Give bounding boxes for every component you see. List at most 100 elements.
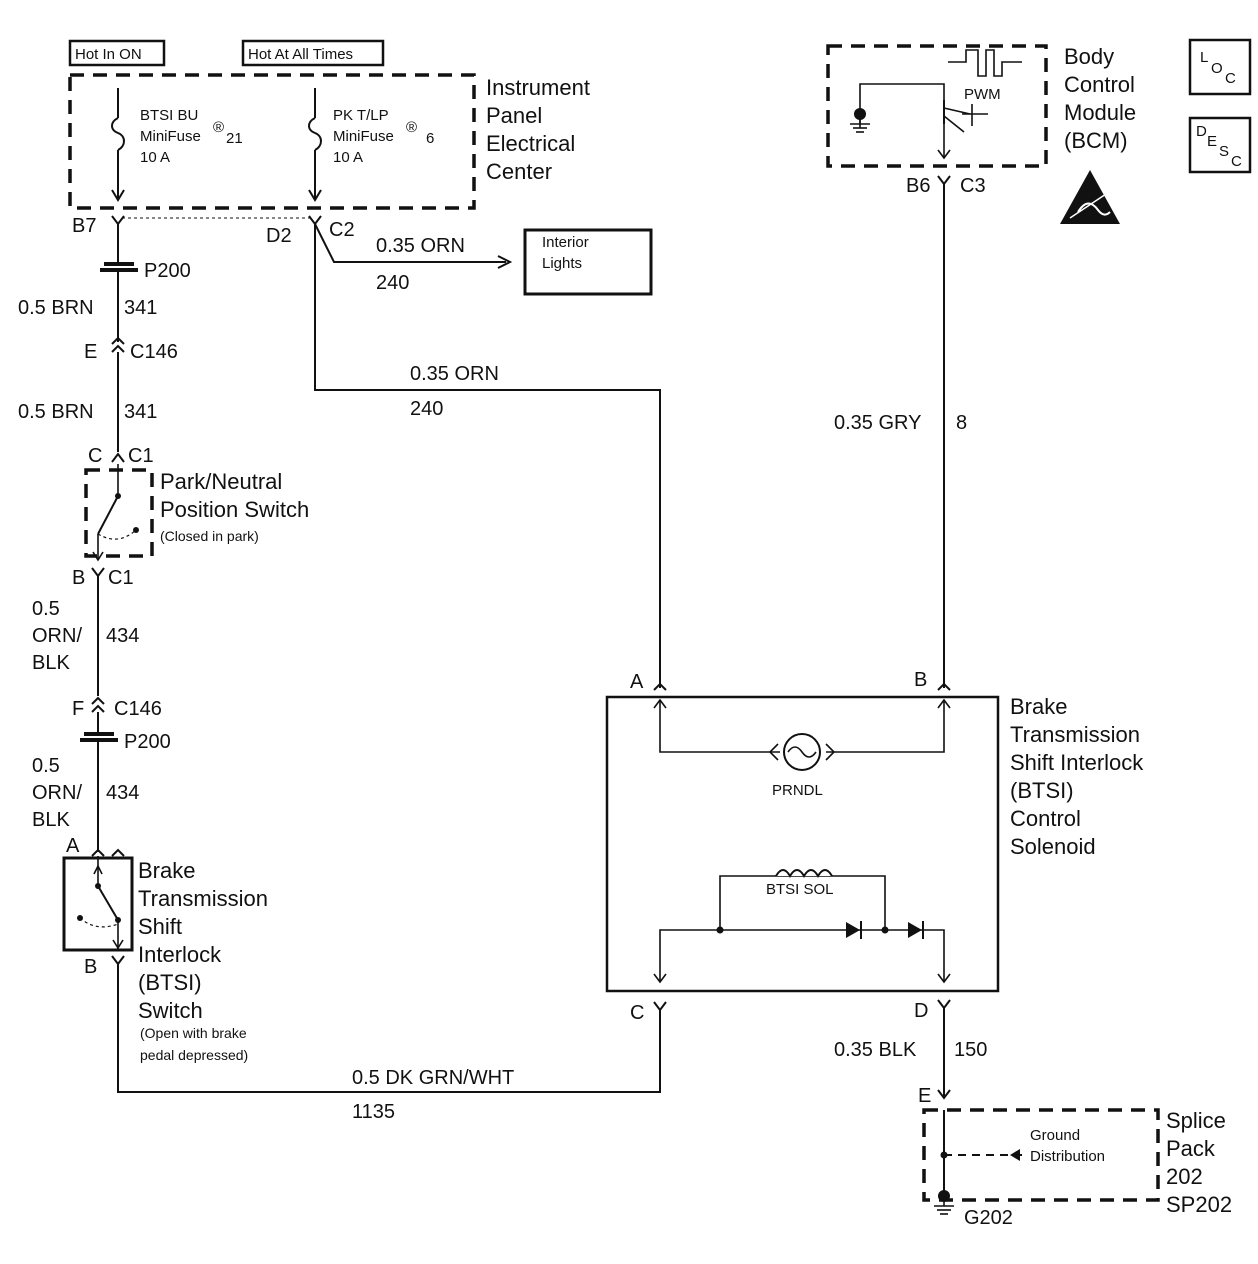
wire-gry-circuit: 8 [956,412,967,434]
ground-id: G202 [964,1207,1013,1229]
p200-connector-bottom [80,732,118,742]
hot-in-on-label: Hot In ON [75,46,142,63]
loc-box: L O C [1188,38,1252,96]
wire-blk-gauge: 0.35 BLK [834,1039,917,1061]
hot-at-all-times-label: Hot At All Times [248,46,353,63]
connector-icon [937,175,951,186]
bcm-title-line: Control [1064,72,1135,97]
wire-brn-upper-gauge: 0.5 BRN [18,297,94,319]
wire-orn-blk-upper-line: ORN/ [32,625,82,647]
connector-sol-a: A [630,671,644,693]
fuse1-number: 21 [226,130,243,147]
loc-letter: O [1211,60,1223,77]
solenoid-coil-icon [775,869,833,878]
wire-orn-main-circuit: 240 [410,398,443,420]
solenoid-box [605,695,1000,993]
connector-icon [308,215,322,226]
connector-icon [91,696,105,713]
connector-p200-bottom: P200 [124,731,171,753]
bcm-title: Body Control Module (BCM) [1064,44,1136,153]
fuse2-rating: 10 A [333,149,363,166]
desc-box: D E S C [1188,116,1252,174]
connector-sol-c: C [630,1002,644,1024]
btsi-switch-title-line: Shift [138,914,182,939]
registered-mark: ® [213,119,224,136]
wire-blk-circuit: 150 [954,1039,987,1061]
interior-lights-line: Lights [542,255,582,272]
connector-icon [111,215,125,226]
registered-mark: ® [406,119,417,136]
connector-icon [111,336,125,353]
btsi-switch-title-line: Brake [138,858,195,883]
connector-a-btsi: A [66,835,80,857]
ipec-title: Instrument Panel Electrical Center [486,75,590,184]
ipec-title-line: Panel [486,103,542,128]
connector-e: E [84,341,97,363]
hot-at-all-times-tag: Hot At All Times [241,39,385,67]
desc-letter: D [1196,123,1207,140]
hot-in-on-tag: Hot In ON [68,39,166,67]
pwm-waveform-icon [948,49,1022,77]
connector-icon [937,999,951,1010]
fuse2-type: MiniFuse [333,128,394,145]
splice-title-line: SP202 [1166,1192,1232,1217]
solenoid-title-line: Transmission [1010,722,1140,747]
wire-orn-blk-upper-line: BLK [32,652,70,674]
wire-brn-lower-gauge: 0.5 BRN [18,401,94,423]
btsi-sol-label: BTSI SOL [766,881,834,898]
fuse1-type: MiniFuse [140,128,201,145]
wire-orn-blk-upper-line: 0.5 [32,598,60,620]
connector-sol-d: D [914,1000,928,1022]
connector-c1-pnp-top: C1 [128,445,154,467]
pwm-label: PWM [964,86,1001,103]
bcm-box [826,44,1048,168]
desc-letter: E [1207,133,1217,150]
wire-dk-grn-wht-gauge: 0.5 DK GRN/WHT [352,1067,514,1089]
p200-connector-top [100,262,138,272]
connector-c-pnp: C [88,445,102,467]
solenoid-title-line: Solenoid [1010,834,1096,859]
connector-f: F [72,698,84,720]
loc-letter: C [1225,70,1236,87]
prndl-label: PRNDL [772,782,823,799]
connector-d2: D2 [266,225,292,247]
connector-b-btsi: B [84,956,97,978]
wire-orn-blk-lower-circuit: 434 [106,782,139,804]
splice-title-line: Pack [1166,1136,1216,1161]
connector-b7: B7 [72,215,96,237]
loc-letter: L [1200,49,1208,66]
fuse1-rating: 10 A [140,149,170,166]
ground-distribution-line: Ground [1030,1127,1080,1144]
connector-c146-bottom: C146 [114,698,162,720]
splice-pack-title: Splice Pack 202 SP202 [1166,1108,1232,1217]
solenoid-title-line: Brake [1010,694,1067,719]
bcm-title-line: Body [1064,44,1114,69]
solenoid-title-line: Control [1010,806,1081,831]
connector-c1-pnp-bottom: C1 [108,567,134,589]
connector-p200-top: P200 [144,260,191,282]
fuse1-name: BTSI BU [140,107,198,124]
fuse2-number: 6 [426,130,434,147]
wire-brn-lower-circuit: 341 [124,401,157,423]
pnp-title-line: Park/Neutral [160,469,282,494]
ground-icon [934,1190,954,1215]
wire-orn-interior-circuit: 240 [376,272,409,294]
connector-c146-top: C146 [130,341,178,363]
btsi-switch-title-line: (BTSI) [138,970,202,995]
wire-orn-main [314,224,661,688]
switch-icon [92,464,139,562]
wire-orn-blk-lower-line: 0.5 [32,755,60,777]
wire-orn-blk-upper-circuit: 434 [106,625,139,647]
diode-icon [846,921,862,939]
pnp-note: (Closed in park) [160,528,259,544]
ipec-title-line: Center [486,159,552,184]
desc-letter: C [1231,153,1242,170]
transistor-icon [937,100,988,160]
connector-icon [91,567,105,578]
wire-orn-blk-lower-line: ORN/ [32,782,82,804]
solenoid-title: Brake Transmission Shift Interlock (BTSI… [1010,694,1144,859]
bcm-title-line: Module [1064,100,1136,125]
btsi-switch-note: pedal depressed) [140,1047,248,1063]
wire-brn-upper-circuit: 341 [124,297,157,319]
